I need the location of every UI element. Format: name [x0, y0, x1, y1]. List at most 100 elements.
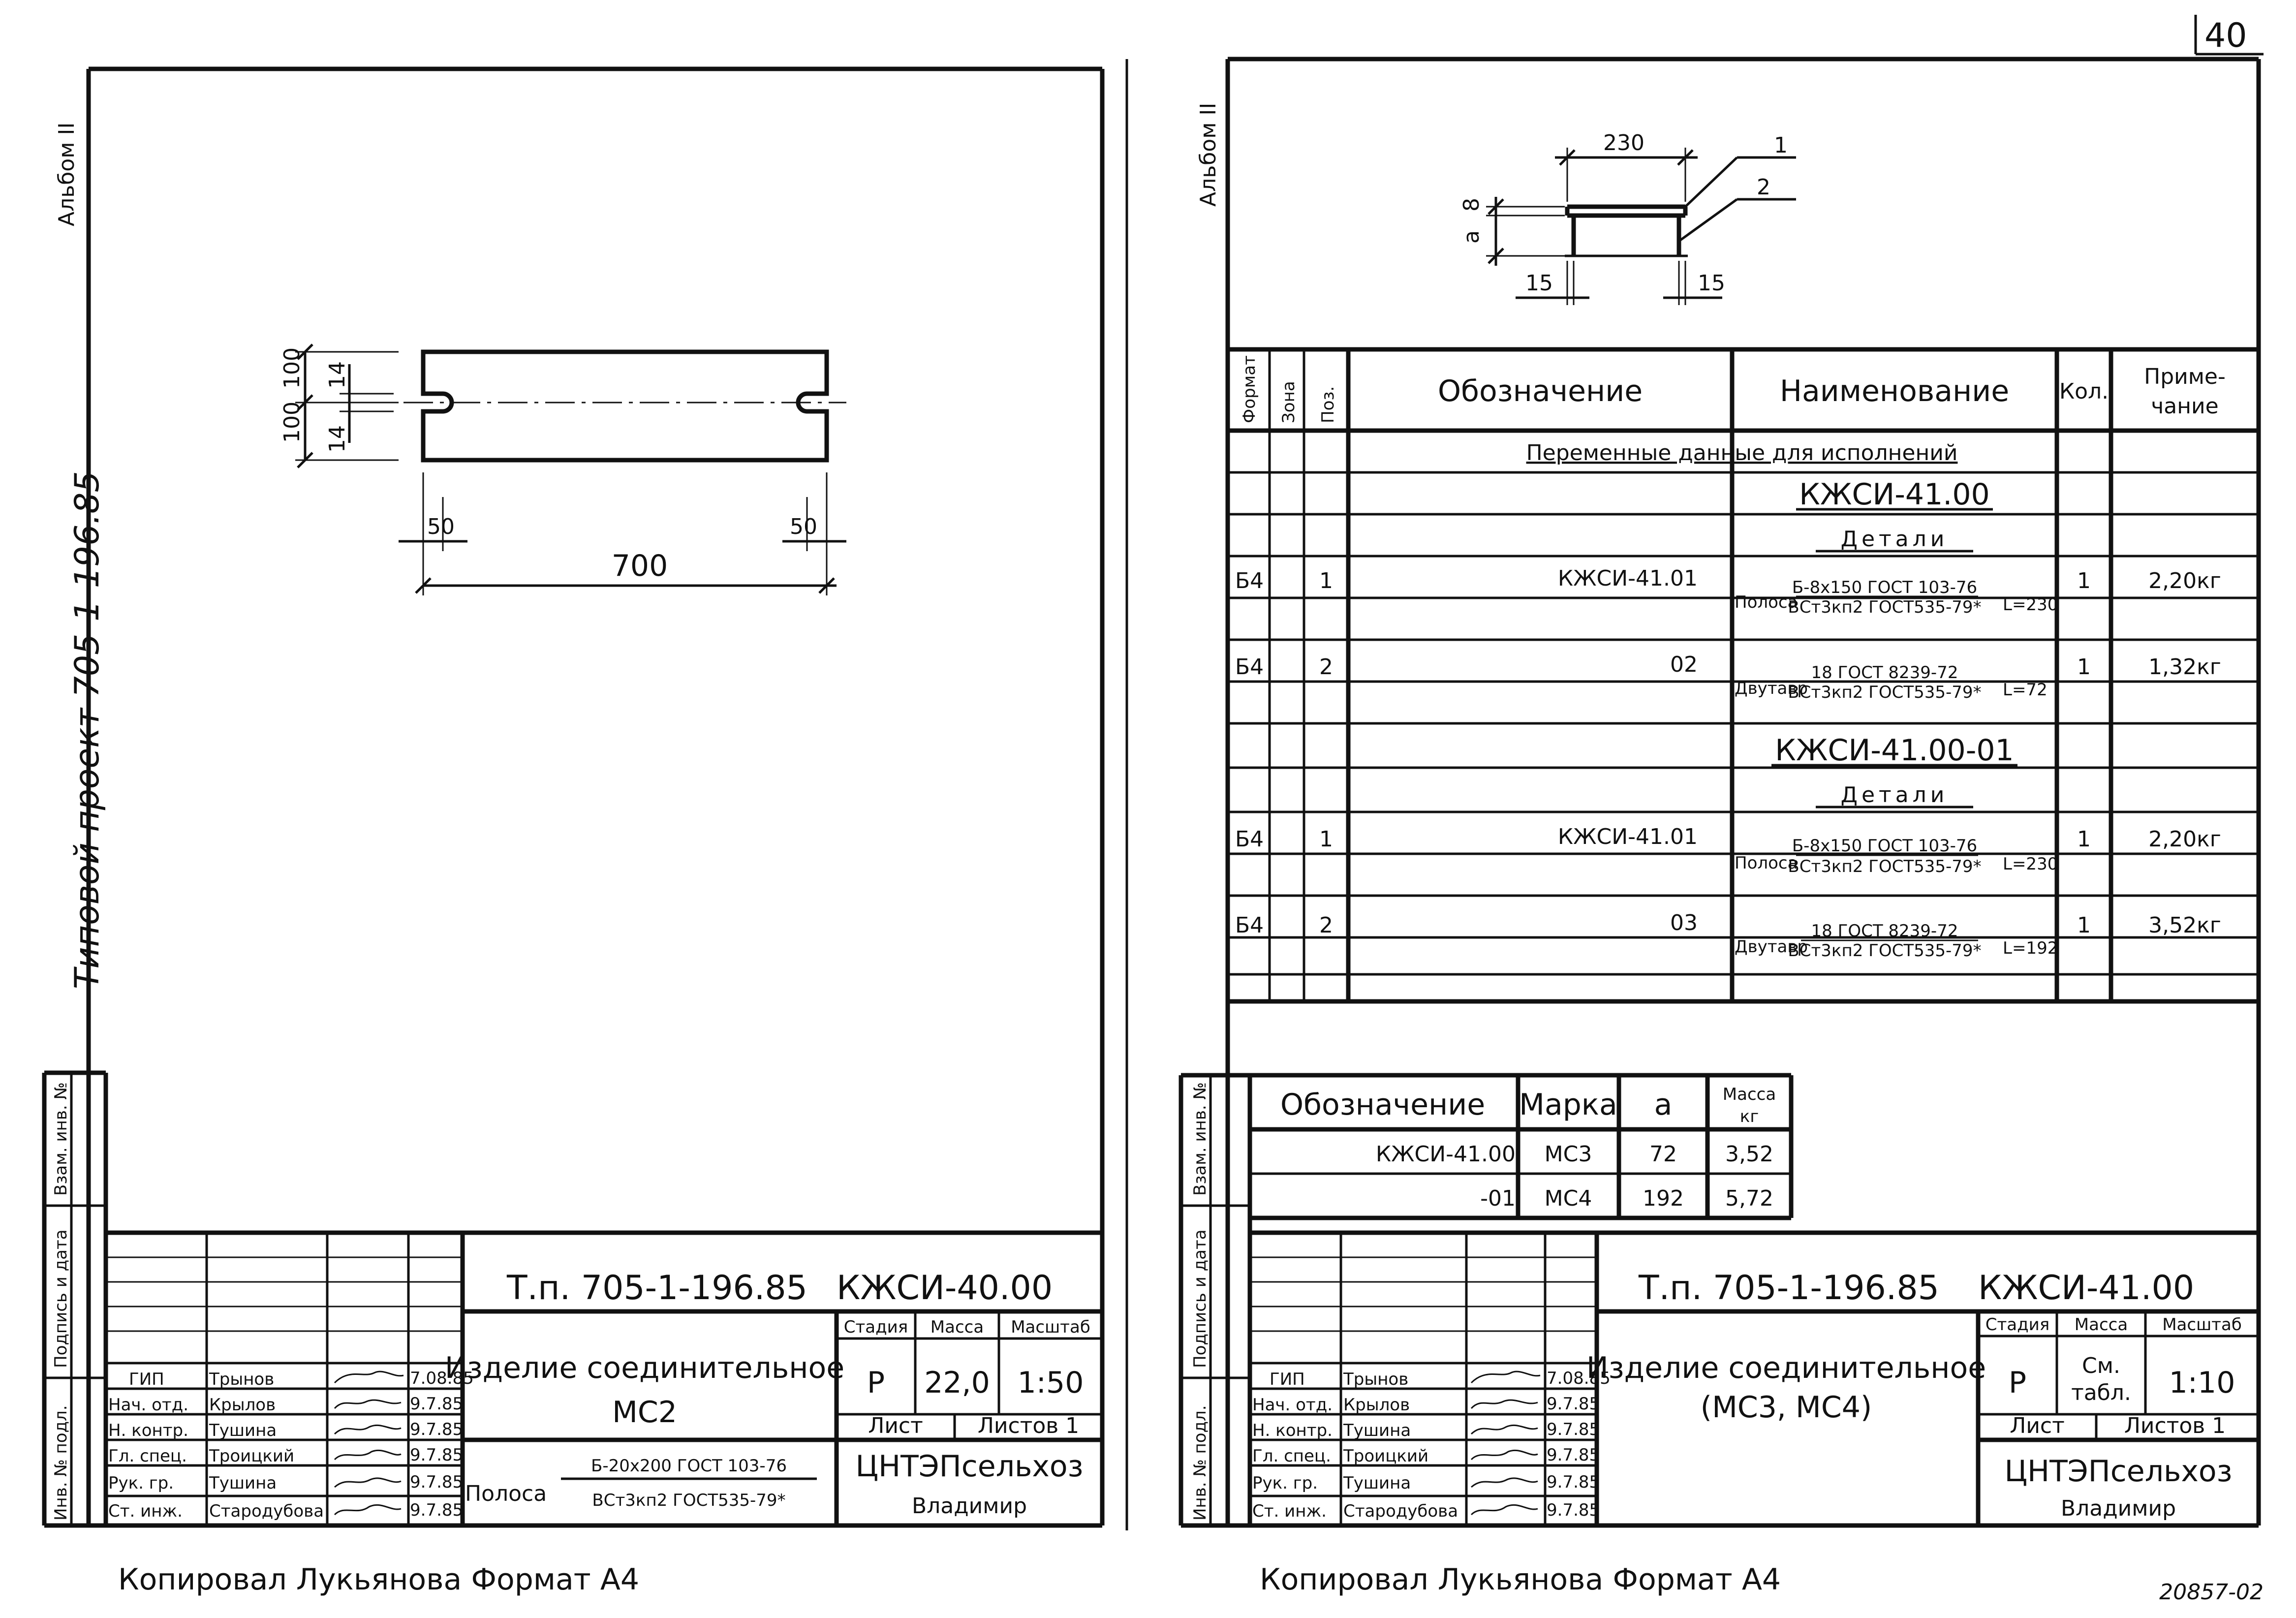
spec-row-pos: 1 — [1319, 568, 1333, 593]
spec-table: Формат Зона Поз. Обозначение Наименовани… — [1228, 347, 2259, 1004]
right-staff-role-4: Рук. гр. — [1252, 1473, 1318, 1493]
left-tb-mat-prefix: Полоса — [465, 1481, 547, 1506]
right-sheet: Альбом II Инв. № подл. Подпись и дата Вз… — [1179, 57, 2261, 1597]
spec-row-prefix: Двутавр — [1735, 937, 1808, 957]
spec-row-len: L=192 — [2003, 938, 2058, 958]
right-tb-org2: Владимир — [2061, 1496, 2176, 1521]
right-staff-date-0: 7.08.85 — [1547, 1369, 1611, 1388]
right-tb-mass1: См. — [2082, 1353, 2120, 1378]
var-row-mass-1: 5,72 — [1725, 1186, 1773, 1211]
right-tb-name2: (МС3, МС4) — [1701, 1390, 1872, 1425]
left-copied: Копировал Лукьянова Формат А4 — [118, 1562, 639, 1597]
spec-row-des: КЖСИ-41.01 — [1558, 824, 1698, 849]
left-staff-date-0: 7.08.85 — [410, 1369, 474, 1388]
left-staff-date-5: 9.7.85 — [410, 1500, 463, 1520]
left-tb-scale: 1:50 — [1018, 1366, 1084, 1400]
hdr-designation: Обозначение — [1438, 374, 1643, 408]
right-tb-org1: ЦНТЭПсельхоз — [2004, 1454, 2232, 1489]
hdr-qty: Кол. — [2059, 379, 2109, 404]
right-staff-date-5: 9.7.85 — [1547, 1500, 1600, 1520]
right-staff-role-5: Ст. инж. — [1252, 1501, 1327, 1521]
spec-row-bot: ВСт3кп2 ГОСТ535-79* — [1788, 683, 1981, 702]
dim-8: 8 — [1459, 198, 1484, 212]
spec-row-len: L=230 — [2003, 595, 2058, 615]
dim-100-top: 100 — [279, 347, 305, 389]
var-hdr-mass1: Масса — [1723, 1085, 1776, 1104]
dim-15-left: 15 — [1525, 271, 1553, 296]
spec-row-top: Б-8х150 ГОСТ 103-76 — [1792, 578, 1977, 597]
right-staff-role-1: Нач. отд. — [1252, 1395, 1333, 1415]
var-hdr-des: Обозначение — [1280, 1088, 1485, 1122]
spec-row-top: 18 ГОСТ 8239-72 — [1811, 921, 1958, 941]
spec-row-len: L=72 — [2003, 680, 2048, 700]
left-staff-date-2: 9.7.85 — [410, 1420, 463, 1439]
dim-14-top: 14 — [325, 361, 350, 389]
var-hdr-mass2: кг — [1740, 1107, 1759, 1126]
spec-row-qty: 1 — [2077, 568, 2091, 593]
spec-row-pos: 1 — [1319, 827, 1333, 852]
left-tb-hdr-scale: Масштаб — [1011, 1317, 1090, 1337]
left-staff-role-0: ГИП — [129, 1369, 164, 1389]
right-tb-scale: 1:10 — [2169, 1366, 2235, 1400]
dim-100-bot: 100 — [279, 402, 305, 443]
left-staff-role-2: Н. контр. — [108, 1421, 188, 1440]
var-row-mark-1: МС4 — [1545, 1186, 1592, 1211]
spec-row: Б4 2 02 Двутавр 18 ГОСТ 8239-72 ВСт3кп2 … — [1235, 652, 2221, 702]
right-tb-staff: ГИП Трынов 7.08.85 Нач. отд. Крылов 9.7.… — [1252, 1369, 1611, 1521]
right-staff-date-1: 9.7.85 — [1547, 1394, 1600, 1414]
right-album-label: Альбом II — [1196, 103, 1221, 207]
right-staff-name-3: Троицкий — [1343, 1446, 1428, 1466]
left-box-inv: Инв. № подл. — [51, 1405, 71, 1521]
spec-row-des: КЖСИ-41.01 — [1558, 566, 1698, 591]
var-row-a-1: 192 — [1643, 1186, 1684, 1211]
spec-row-note: 2,20кг — [2148, 568, 2221, 593]
left-sheet: Альбом II Типовой проект 705-1-196.85 Ин… — [42, 66, 1105, 1597]
spec-row-fmt: Б4 — [1235, 827, 1264, 852]
right-tb-sheet: Лист — [2010, 1413, 2065, 1438]
left-staff-date-1: 9.7.85 — [410, 1394, 463, 1414]
left-tb-hdr-stage: Стадия — [844, 1317, 908, 1337]
dim-15-right: 15 — [1698, 271, 1725, 296]
spec-row-bot: ВСт3кп2 ГОСТ535-79* — [1788, 941, 1981, 961]
spec-row-note: 3,52кг — [2148, 913, 2221, 938]
hdr-zone: Зона — [1279, 381, 1299, 423]
right-staff-name-4: Тушина — [1343, 1473, 1411, 1493]
dim-14-bot: 14 — [325, 425, 350, 453]
spec-row-fmt: Б4 — [1235, 913, 1264, 938]
spec-details2: Детали — [1841, 782, 1949, 808]
right-box-sign: Подпись и дата — [1190, 1229, 1210, 1368]
dim-230: 230 — [1603, 130, 1644, 156]
var-row-mark-0: МС3 — [1545, 1142, 1592, 1167]
left-box-vzam: Взам. инв. № — [51, 1082, 71, 1196]
spec-row-qty: 1 — [2077, 654, 2091, 680]
right-tb-hdr-stage: Стадия — [1986, 1315, 2049, 1335]
dim-50-left: 50 — [427, 514, 455, 539]
spec-row-top: 18 ГОСТ 8239-72 — [1811, 663, 1958, 683]
spec-row-note: 2,20кг — [2148, 827, 2221, 852]
left-tb-name2: МС2 — [612, 1395, 677, 1430]
right-tb-name1: Изделие соединительное — [1586, 1351, 1986, 1385]
right-staff-name-5: Стародубова — [1343, 1501, 1458, 1521]
spec-row-pos: 2 — [1319, 654, 1333, 680]
right-copied: Копировал Лукьянова Формат А4 — [1260, 1562, 1781, 1597]
left-tb-hdr-mass: Масса — [931, 1317, 984, 1337]
strip-drawing: 100 100 14 14 50 50 700 — [279, 343, 846, 595]
right-staff-role-2: Н. контр. — [1252, 1421, 1333, 1440]
hdr-name: Наименование — [1780, 374, 2009, 408]
page-number: 40 — [2194, 15, 2264, 56]
dim-700: 700 — [612, 549, 668, 583]
beam-section: 230 1 2 8 a 15 15 — [1459, 130, 1796, 305]
right-staff-role-3: Гл. спец. — [1252, 1446, 1331, 1466]
right-tb-stage: Р — [2009, 1366, 2026, 1400]
dim-a: a — [1459, 230, 1484, 244]
right-tb-mark: КЖСИ-41.00 — [1978, 1269, 2194, 1307]
left-tb-mat-bot: ВСт3кп2 ГОСТ535-79* — [592, 1491, 785, 1510]
right-signatures — [1470, 1370, 1541, 1516]
var-row-a-0: 72 — [1649, 1142, 1677, 1167]
left-box-sign: Подпись и дата — [51, 1229, 71, 1368]
var-hdr-a: a — [1654, 1088, 1673, 1122]
spec-row-bot: ВСт3кп2 ГОСТ535-79* — [1788, 857, 1981, 876]
callout-1: 1 — [1774, 133, 1788, 158]
right-staff-name-2: Тушина — [1343, 1421, 1411, 1440]
